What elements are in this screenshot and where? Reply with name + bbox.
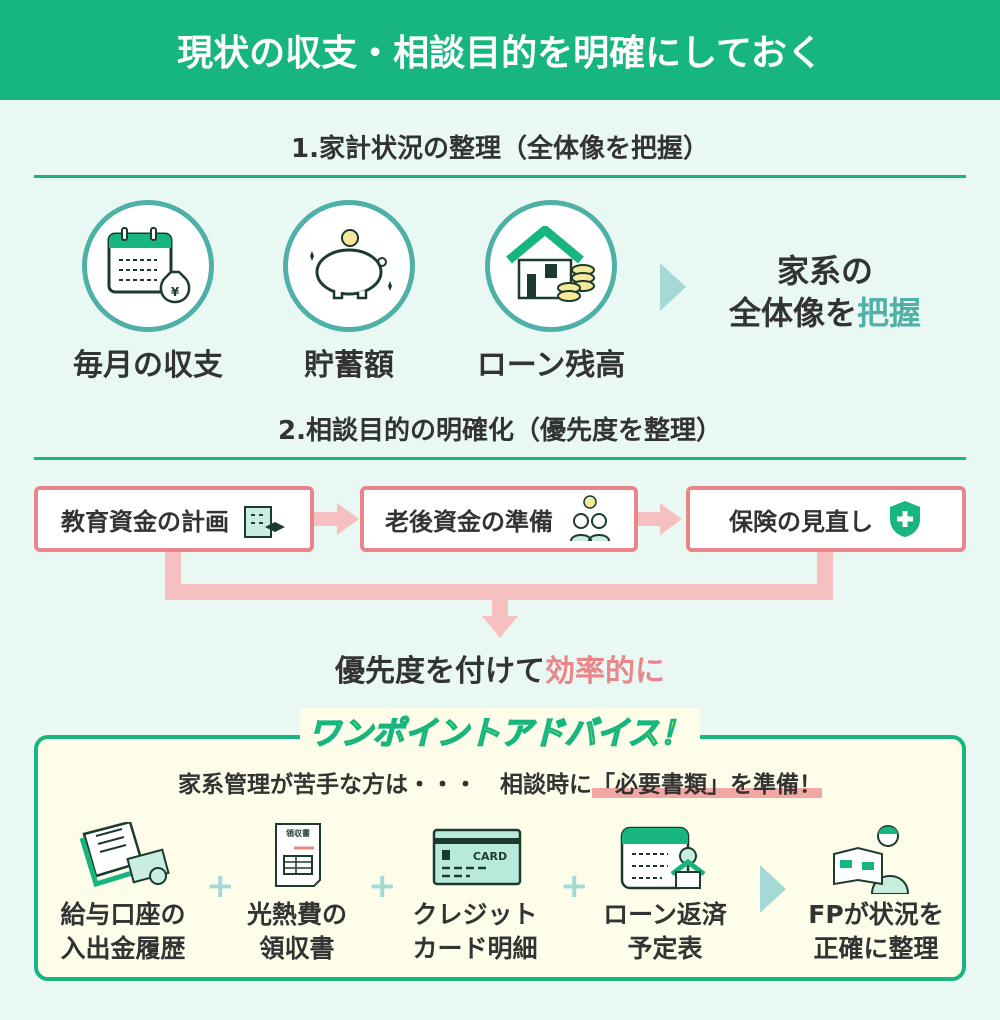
fp-advisor-icon	[833, 825, 910, 894]
result-line1: 家系の	[776, 252, 873, 290]
plus-icon: +	[560, 866, 589, 906]
arrow-right-icon	[660, 263, 686, 311]
advice-title: ワンポイントアドバイス！	[300, 708, 700, 754]
doc-label: 光熱費の	[246, 900, 347, 929]
lead-highlight: 「必要書類」	[592, 772, 730, 798]
lead-text: 家系管理が苦手な方は・・・ 相談時に	[178, 772, 592, 798]
card-text: CARD	[473, 850, 507, 863]
result-line2: 全体像を把握	[700, 292, 950, 334]
plus-icon: +	[206, 866, 235, 906]
doc-label: クレジット	[412, 900, 538, 929]
arrow-right-icon	[760, 865, 786, 913]
lead-text: を準備！	[730, 772, 822, 798]
doc-label: ローン返済	[603, 900, 727, 929]
calendar-money-icon: ¥	[82, 200, 214, 332]
section2-title: 2.相談目的の明確化（優先度を整理）	[34, 410, 966, 460]
school-icon	[244, 506, 285, 538]
doc-label: 給与口座の	[60, 900, 186, 929]
house-coins-icon	[485, 200, 617, 332]
result-highlight: 把握	[857, 294, 922, 332]
receipt-text: 領収書	[285, 828, 310, 838]
svg-text:¥: ¥	[171, 285, 180, 299]
item-label-monthly-balance: 毎月の収支	[73, 348, 223, 383]
credit-card-icon: CARD	[432, 828, 522, 886]
result-line2: 正確に整理	[813, 934, 939, 963]
doc-label: 領収書	[259, 934, 335, 963]
purpose-insurance: 保険の見直し	[686, 486, 966, 552]
doc-label: カード明細	[412, 934, 538, 963]
item-label-savings: 貯蓄額	[304, 348, 394, 383]
elderly-couple-icon	[570, 495, 610, 542]
priority-result: 優先度を付けて効率的に	[0, 646, 1000, 690]
advice-lead: 家系管理が苦手な方は・・・ 相談時に「必要書類」を準備！	[34, 765, 966, 799]
bankbook-cash-icon	[79, 822, 170, 888]
plus-icon: +	[368, 866, 397, 906]
purpose-label: 教育資金の計画	[61, 507, 229, 536]
result-highlight: 効率的に	[545, 654, 665, 689]
purpose-label: 保険の見直し	[729, 507, 873, 536]
arrow-down-icon	[482, 616, 518, 638]
connector	[636, 512, 662, 526]
doc-loan-schedule: ローン返済予定表	[590, 898, 740, 966]
item-label-loan-balance: ローン残高	[476, 348, 626, 383]
section1-title: 1.家計状況の整理（全体像を把握）	[34, 128, 966, 178]
doc-bank-history: 給与口座の入出金履歴	[48, 898, 198, 966]
receipt-icon: 領収書	[275, 823, 321, 887]
arrow-right-icon	[337, 503, 359, 535]
result-line1: FPが状況を	[808, 900, 944, 929]
purpose-retirement: 老後資金の準備	[360, 486, 638, 552]
connector	[313, 512, 339, 526]
purpose-education: 教育資金の計画	[34, 486, 314, 552]
connector	[492, 598, 508, 618]
result-text: 全体像を	[728, 294, 857, 332]
doc-credit-statement: クレジットカード明細	[400, 898, 550, 966]
doc-label: 予定表	[627, 934, 703, 963]
result-text: 優先度を付けて	[335, 654, 545, 689]
shield-plus-icon	[890, 501, 920, 537]
connector	[165, 584, 833, 600]
repayment-calendar-icon	[620, 826, 706, 890]
page-title: 現状の収支・相談目的を明確にしておく	[0, 0, 1000, 100]
doc-label: 入出金履歴	[60, 934, 186, 963]
purpose-label: 老後資金の準備	[385, 507, 553, 536]
arrow-right-icon	[660, 503, 682, 535]
piggy-bank-icon	[283, 200, 415, 332]
fp-result: FPが状況を正確に整理	[796, 898, 956, 966]
overview-result: 家系の 全体像を把握	[700, 250, 950, 334]
doc-utility-receipt: 光熱費の領収書	[232, 898, 362, 966]
